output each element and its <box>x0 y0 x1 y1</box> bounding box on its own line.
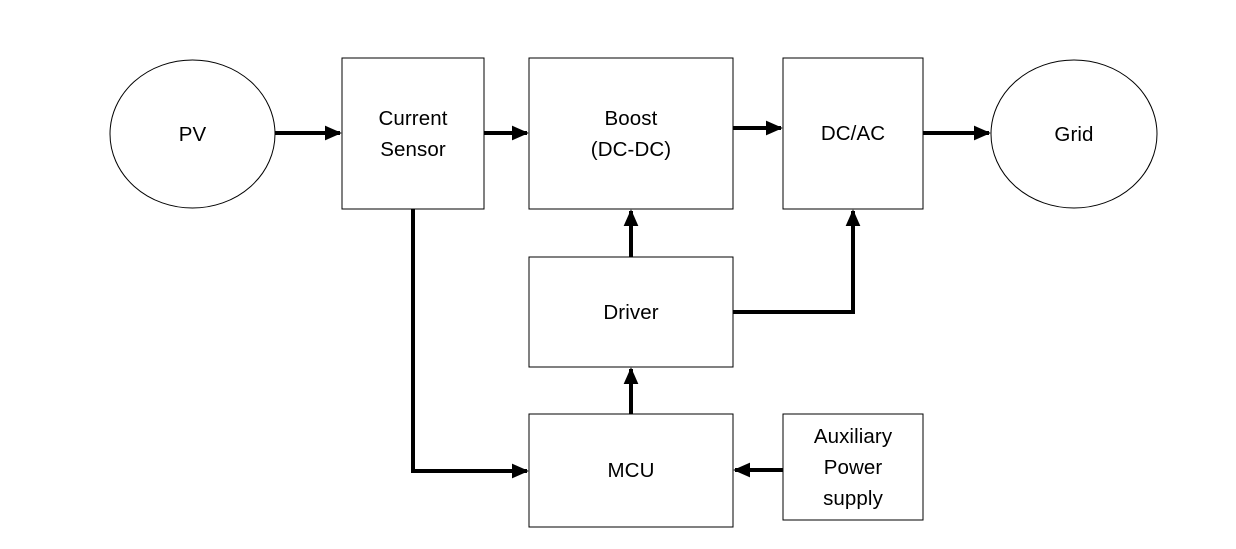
node-shape-grid[interactable] <box>990 59 1158 209</box>
node-shape-boost[interactable] <box>528 57 734 210</box>
node-shape-mcu[interactable] <box>528 413 734 528</box>
connector-driver-to-dc-ac <box>733 209 861 314</box>
connector-current-sensor-to-mcu <box>411 209 529 479</box>
node-shape-current-sensor[interactable] <box>341 57 485 210</box>
node-shape-aux-power[interactable] <box>782 413 924 521</box>
shapes-layer <box>109 57 1158 528</box>
node-shape-dc-ac[interactable] <box>782 57 924 210</box>
node-shape-pv[interactable] <box>109 59 276 209</box>
connectors-layer <box>275 120 991 479</box>
node-shape-driver[interactable] <box>528 256 734 368</box>
